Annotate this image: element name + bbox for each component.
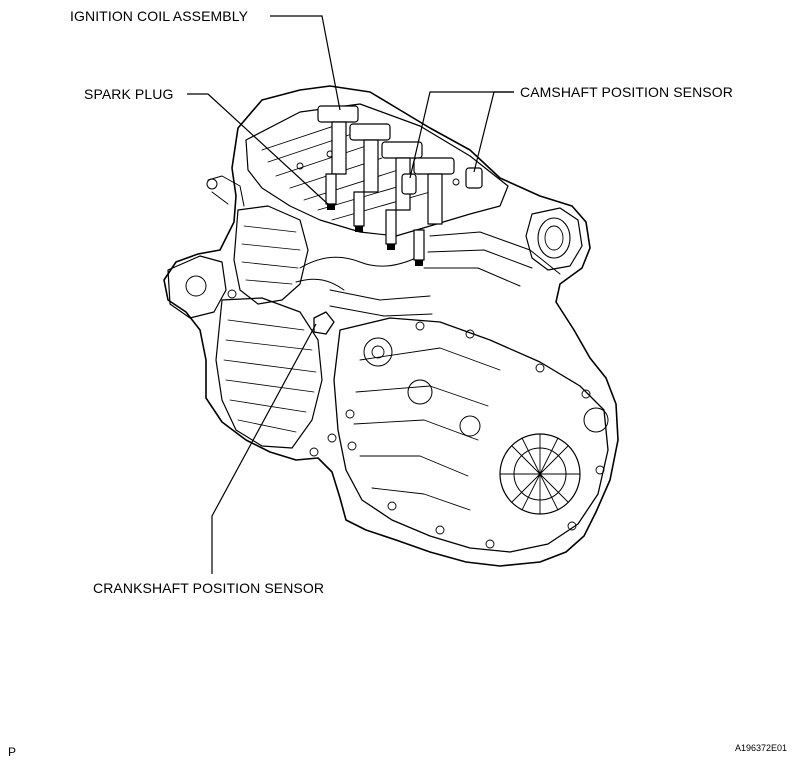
- leader-crankshaft-sensor: [211, 323, 317, 574]
- ignition-coil-4: [413, 157, 455, 261]
- transaxle: [333, 317, 609, 553]
- figure-id: A196372E01: [735, 743, 788, 753]
- engine-mount: [167, 255, 227, 319]
- ignition-coil-2: [349, 123, 391, 227]
- label-spark-plug: SPARK PLUG: [84, 86, 174, 102]
- exhaust-manifold: [233, 205, 309, 305]
- intake-manifold: [329, 231, 561, 317]
- spark-plugs: [327, 204, 423, 266]
- leader-spark-plug: [187, 93, 331, 207]
- label-ignition-coil-assembly: IGNITION COIL ASSEMBLY: [70, 8, 249, 24]
- camshaft-position-sensor-1: [401, 173, 417, 195]
- label-camshaft-position-sensor: CAMSHAFT POSITION SENSOR: [520, 84, 733, 100]
- crankshaft-position-sensor: [313, 311, 335, 335]
- cylinder-head: [245, 103, 509, 237]
- engine-outline: [163, 85, 619, 567]
- page-marker: P: [8, 745, 17, 759]
- camshaft-position-sensor-2: [465, 167, 483, 189]
- wiring-harness: [295, 255, 421, 291]
- catalytic-shield: [215, 297, 323, 449]
- leader-camshaft-sensor-a: [409, 91, 514, 179]
- ignition-coil-1: [317, 105, 359, 205]
- label-crankshaft-position-sensor: CRANKSHAFT POSITION SENSOR: [93, 580, 325, 596]
- leader-ignition-coil: [270, 15, 341, 111]
- throttle-body: [525, 207, 583, 271]
- leader-camshaft-sensor-b: [473, 91, 514, 173]
